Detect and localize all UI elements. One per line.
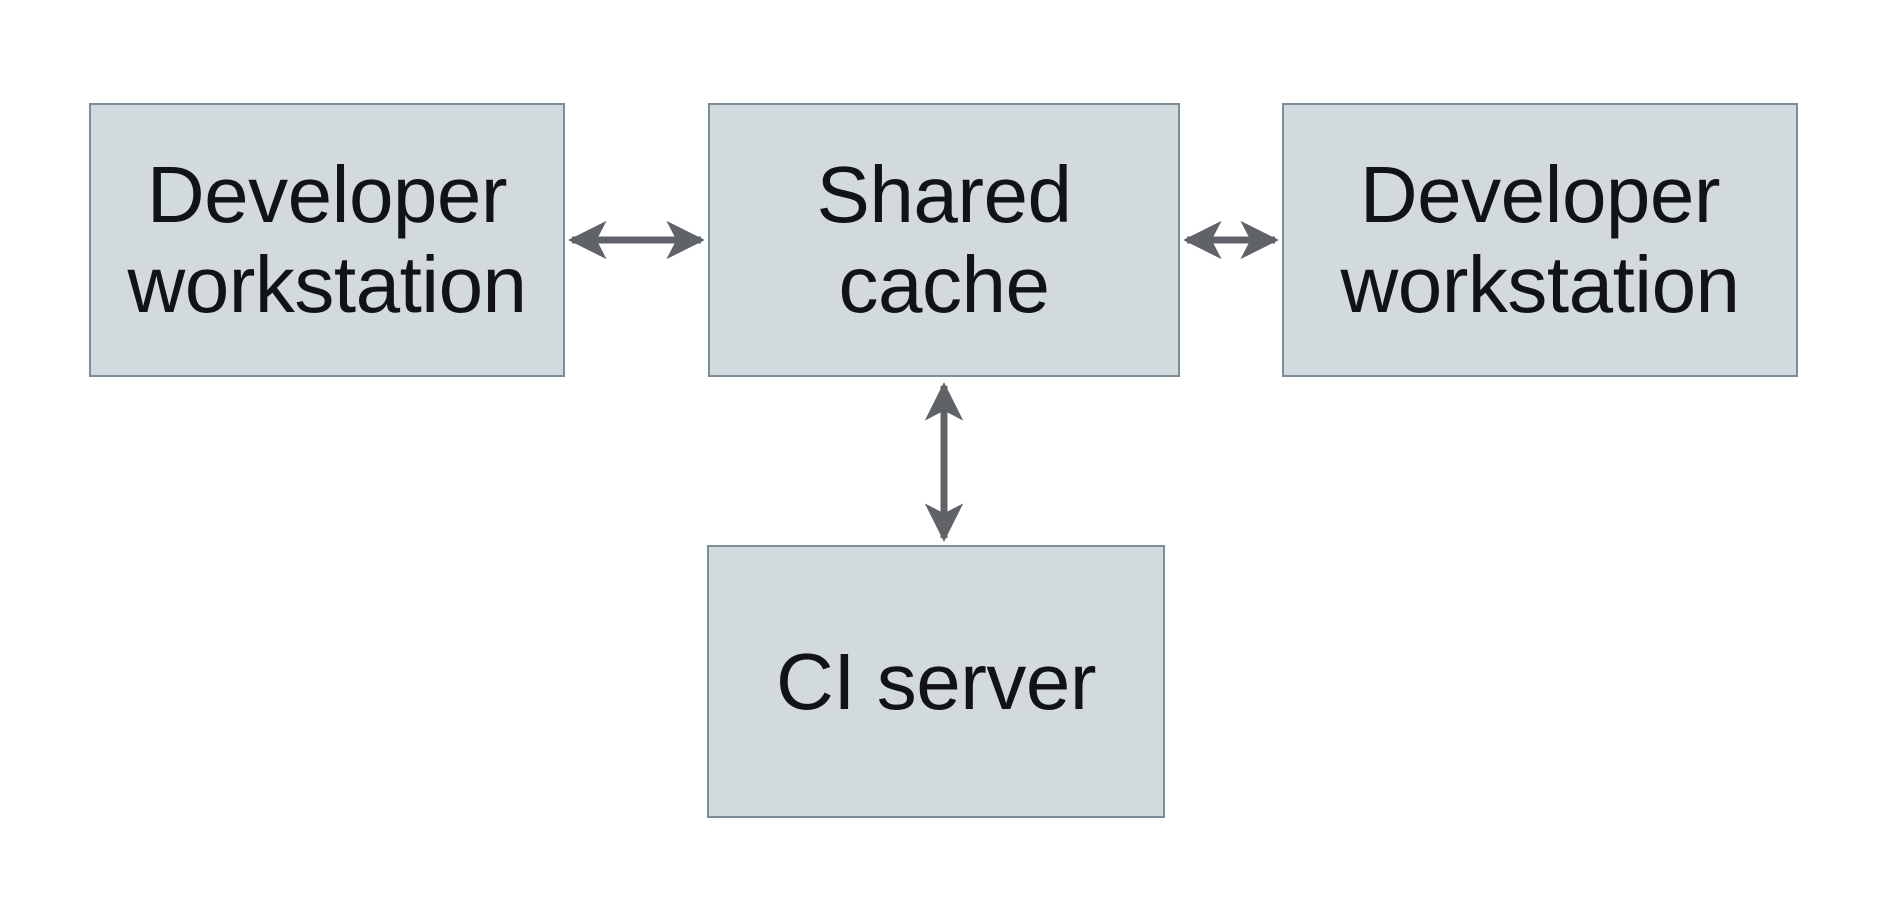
node-label: Shared cache bbox=[816, 150, 1072, 329]
node-developer-workstation-left: Developer workstation bbox=[89, 103, 565, 377]
node-ci-server: CI server bbox=[707, 545, 1165, 818]
node-label: Developer workstation bbox=[1340, 150, 1740, 329]
node-developer-workstation-right: Developer workstation bbox=[1282, 103, 1798, 377]
node-label: CI server bbox=[776, 636, 1097, 726]
node-label: Developer workstation bbox=[127, 150, 527, 329]
node-shared-cache: Shared cache bbox=[708, 103, 1180, 377]
